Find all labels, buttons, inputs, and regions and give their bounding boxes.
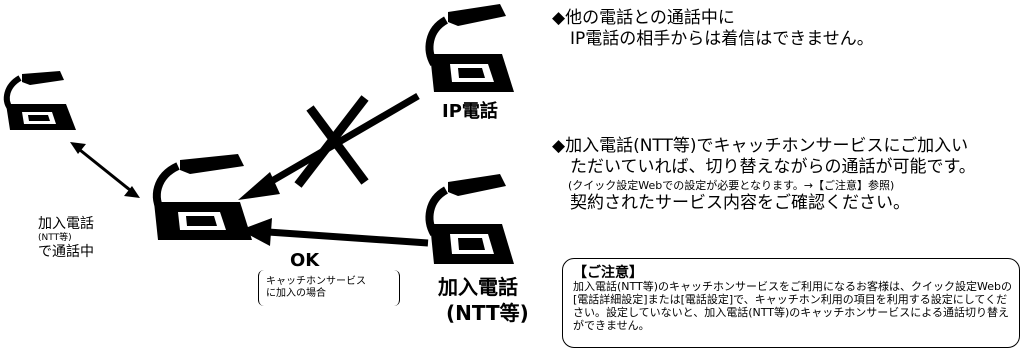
arrow-ip-to-center <box>263 92 420 189</box>
catch-condition-label: キャッチホンサービス に加入の場合 <box>266 276 366 299</box>
arrow-subscriber-to-center <box>267 228 429 247</box>
phone-icon-ip <box>425 4 514 92</box>
connection-arrows <box>70 92 429 247</box>
note-catch-service: ◆加入電話(NTT等)でキャッチホンサービスにご加入い ただいていれば、切り替え… <box>552 136 976 213</box>
phone-icon-subscriber <box>425 174 514 264</box>
arrow-left-double <box>79 148 131 192</box>
note-ip-incoming: ◆他の電話との通話中に IP電話の相手からは着信はできません。 <box>552 8 874 49</box>
caution-box: 【ご注意】 加入電話(NTT等)のキャッチホンサービスをご利用になるお客様は、ク… <box>562 258 1020 348</box>
caution-body: 加入電話(NTT等)のキャッチホンサービスをご利用になるお客様は、クイック設定W… <box>573 280 1013 332</box>
caution-title: 【ご注意】 <box>573 265 643 281</box>
ip-phone-label: IP電話 <box>442 101 498 122</box>
cross-mark-icon <box>294 95 369 188</box>
phone-icon-center <box>152 154 252 240</box>
catch-condition-bracket <box>258 270 400 306</box>
phone-icon-left <box>3 71 76 130</box>
ok-label: OK <box>290 250 320 271</box>
left-phone-label: 加入電話 (NTT等) で通話中 <box>38 216 94 260</box>
subscriber-phone-label: 加入電話 (NTT等) <box>438 275 529 325</box>
